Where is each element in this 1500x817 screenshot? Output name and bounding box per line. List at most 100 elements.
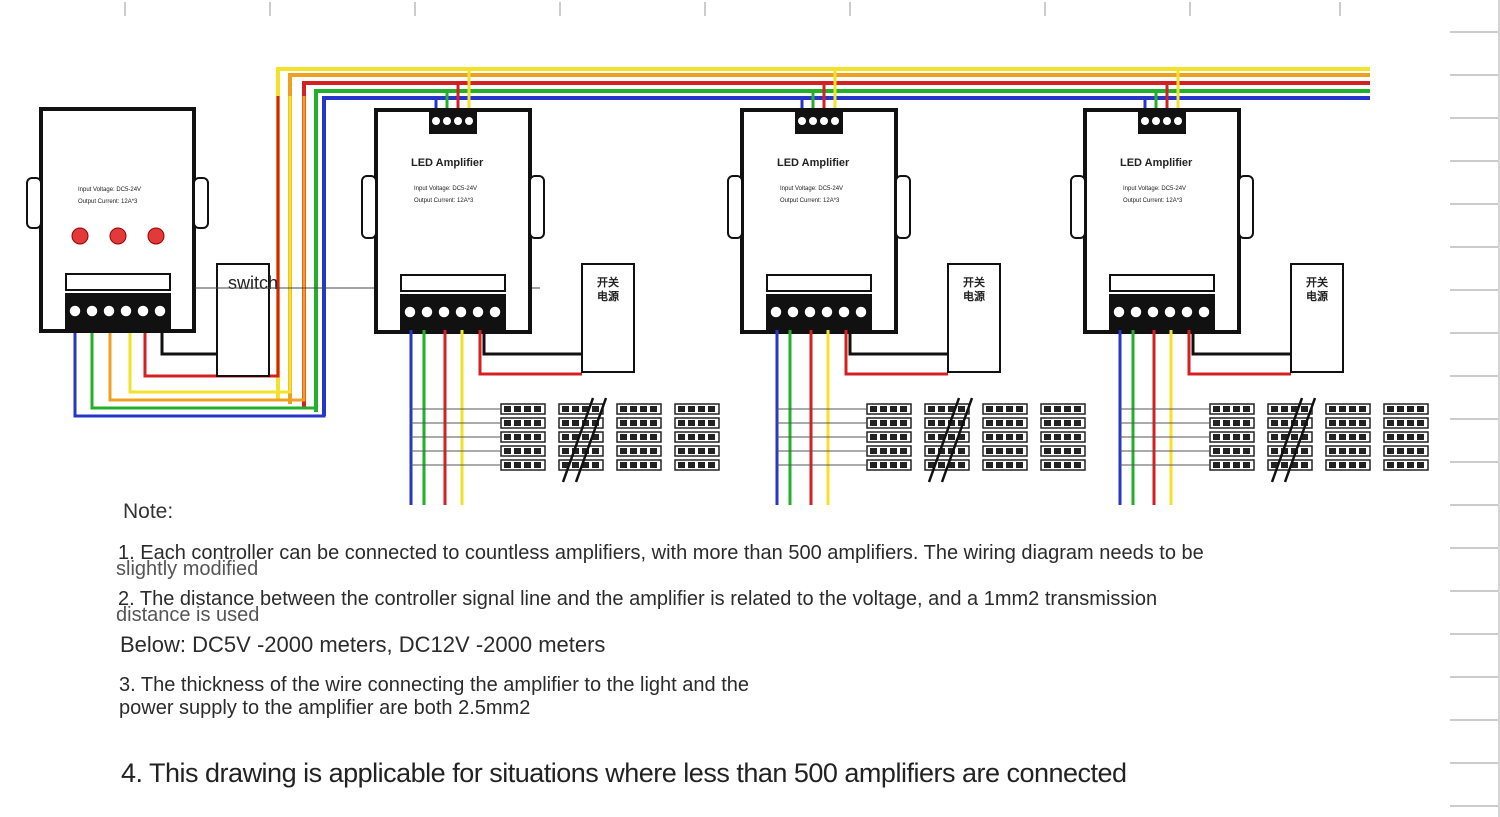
led-chip	[1271, 462, 1278, 468]
led-chip	[1054, 462, 1061, 468]
led-chip	[1054, 406, 1061, 412]
led-chip	[890, 434, 897, 440]
led-chip	[582, 434, 589, 440]
led-chip	[1074, 462, 1081, 468]
led-chip	[1407, 448, 1414, 454]
mount-ear-left	[727, 175, 743, 239]
led-chip	[938, 448, 945, 454]
led-chip	[708, 434, 715, 440]
led-chip	[1291, 420, 1298, 426]
terminal-screw	[769, 305, 783, 319]
connector-pin	[809, 117, 817, 125]
led-chip	[1349, 420, 1356, 426]
led-chip	[1339, 420, 1346, 426]
led-segment	[866, 445, 912, 457]
led-chip	[1016, 462, 1023, 468]
led-segment	[674, 431, 720, 443]
led-segment	[616, 459, 662, 471]
led-chip	[698, 406, 705, 412]
terminal-screw	[153, 304, 167, 318]
led-chip	[1387, 420, 1394, 426]
psu-wire	[1187, 330, 1291, 376]
led-chip	[1291, 448, 1298, 454]
led-chip	[572, 406, 579, 412]
note-1: 1. Each controller can be connected to c…	[118, 542, 1204, 564]
connector-pin	[465, 117, 473, 125]
led-segment	[1040, 403, 1086, 415]
led-segment	[1267, 445, 1313, 457]
led-chip	[678, 462, 685, 468]
led-chip	[1301, 434, 1308, 440]
led-chip	[880, 406, 887, 412]
led-segment	[866, 431, 912, 443]
terminal-screw	[420, 305, 434, 319]
amplifier-label-voltage: Input Voltage: DC5-24V	[780, 186, 843, 192]
led-chip	[1074, 420, 1081, 426]
led-chip	[650, 420, 657, 426]
led-chip	[678, 420, 685, 426]
led-chip	[572, 448, 579, 454]
power-supply-label: 开关	[963, 275, 985, 289]
led-chip	[592, 462, 599, 468]
led-chip	[708, 448, 715, 454]
led-chip	[708, 420, 715, 426]
led-chip	[562, 462, 569, 468]
terminal-screw	[403, 305, 417, 319]
led-chip	[1064, 420, 1071, 426]
terminal-screw	[1112, 305, 1126, 319]
led-chip	[1016, 434, 1023, 440]
led-chip	[1417, 406, 1424, 412]
led-segment	[616, 445, 662, 457]
controller-button	[109, 227, 127, 245]
led-chip	[880, 434, 887, 440]
led-chip	[592, 448, 599, 454]
led-segment	[674, 417, 720, 429]
led-chip	[958, 434, 965, 440]
terminal-screw	[454, 305, 468, 319]
led-chip	[986, 406, 993, 412]
led-chip	[1417, 420, 1424, 426]
led-segment	[1325, 459, 1371, 471]
led-chip	[1044, 434, 1051, 440]
led-chip	[514, 448, 521, 454]
amplifier-terminal-header	[400, 274, 506, 292]
led-chip	[1349, 462, 1356, 468]
led-chip	[1339, 434, 1346, 440]
led-segment	[1040, 417, 1086, 429]
led-chip	[504, 406, 511, 412]
led-chip	[1387, 434, 1394, 440]
controller-output-wire	[108, 96, 306, 402]
controller-terminal-header	[65, 273, 171, 291]
led-chip	[1223, 462, 1230, 468]
led-chip	[534, 406, 541, 412]
led-chip	[1281, 434, 1288, 440]
led-chip	[698, 420, 705, 426]
led-chip	[1223, 420, 1230, 426]
controller-output-wire	[143, 96, 280, 378]
led-chip	[572, 420, 579, 426]
led-chip	[1271, 420, 1278, 426]
led-chip	[1301, 406, 1308, 412]
led-chip	[1054, 420, 1061, 426]
led-chip	[698, 448, 705, 454]
led-segment	[674, 459, 720, 471]
switch-power-supply: switch	[160, 263, 540, 377]
led-chip	[678, 448, 685, 454]
led-chip	[1223, 434, 1230, 440]
led-chip	[1016, 420, 1023, 426]
connector-pin	[831, 117, 839, 125]
led-chip	[524, 406, 531, 412]
led-chip	[986, 420, 993, 426]
led-chip	[678, 434, 685, 440]
led-chip	[640, 434, 647, 440]
led-chip	[1291, 406, 1298, 412]
led-chip	[1271, 448, 1278, 454]
led-segment	[982, 431, 1028, 443]
led-chip	[996, 420, 1003, 426]
controller-button	[71, 227, 89, 245]
terminal-screw	[85, 304, 99, 318]
led-chip	[504, 448, 511, 454]
led-chip	[1329, 462, 1336, 468]
led-chip	[562, 434, 569, 440]
led-chip	[1243, 420, 1250, 426]
